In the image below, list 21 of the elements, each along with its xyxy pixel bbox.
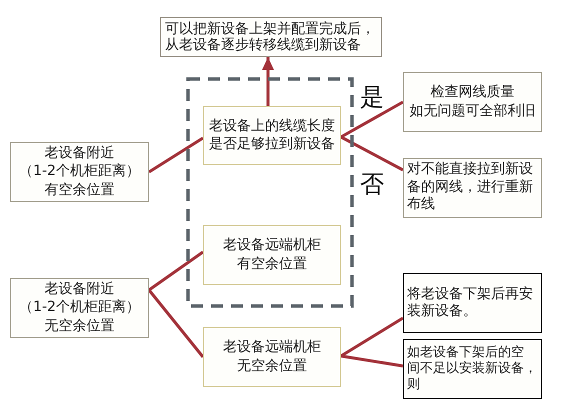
edge-label: 否 [359,171,385,197]
question-box: 老设备上的线缆长度是否足够拉到新设备 [203,106,341,165]
condition-box: 老设备附近（1-2个机柜距离）有空余位置 [10,142,149,202]
connector-line [148,289,204,358]
option-box: 老设备远端机柜无空余位置 [203,327,341,387]
condition-box: 老设备附近（1-2个机柜距离）无空余位置 [10,278,149,338]
action-box: 将老设备下架后再安装新设备。 [403,273,542,333]
connector-line [148,250,204,292]
arrow [262,57,274,106]
connector-line [340,354,404,368]
dashed-group-box [186,77,354,308]
connector-line [340,136,404,172]
action-box: 如老设备下架后的空间不足以安装新设备，则 [403,339,542,399]
connector-line [148,136,204,174]
connector-line [340,100,404,138]
option-box: 老设备远端机柜有空余位置 [203,225,341,285]
action-box: 对不能直接拉到新设备的网线，进行重新布线 [403,158,542,218]
edge-label: 是 [359,84,385,110]
connector-line [340,316,404,358]
note-box: 可以把新设备上架并配置完成后，从老设备逐步转移线缆到新设备 [160,17,382,57]
action-box: 检查网线质量如无问题可全部利旧 [403,72,542,132]
